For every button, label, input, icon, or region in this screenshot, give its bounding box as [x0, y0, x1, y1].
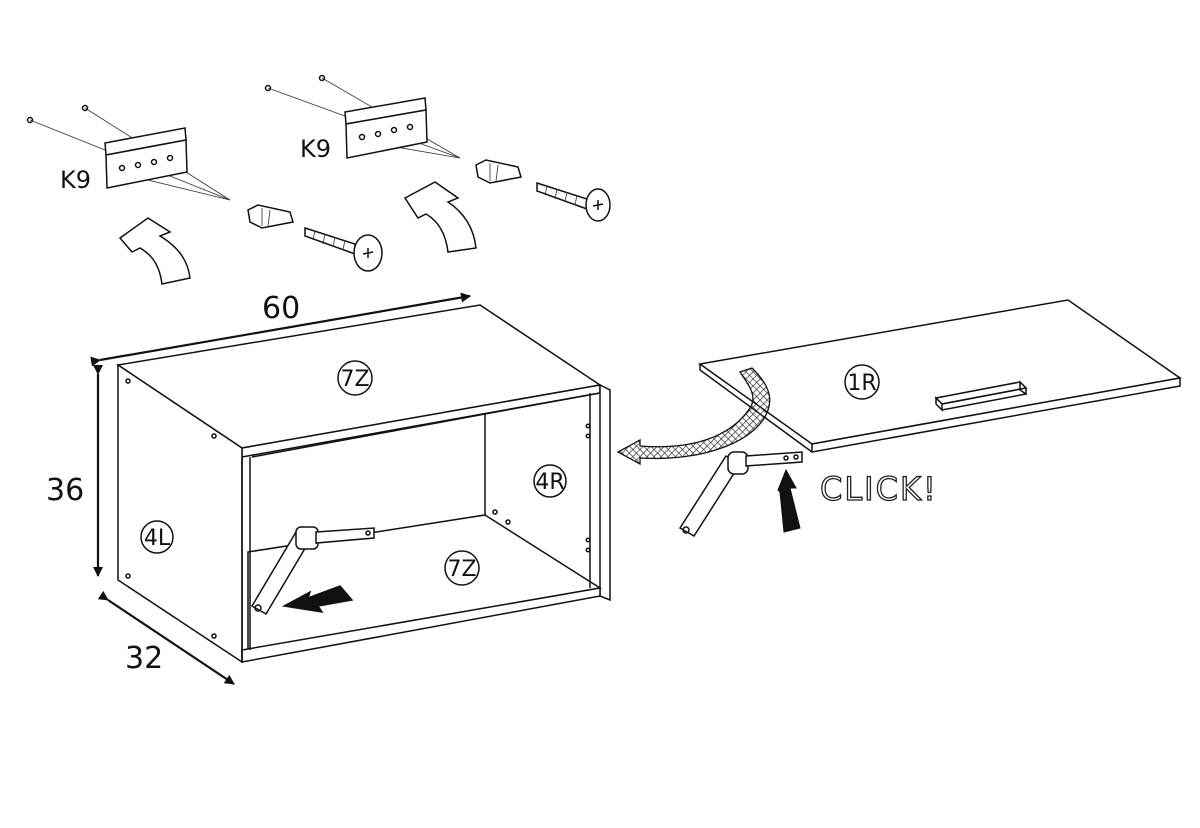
screw-icon [536, 181, 611, 222]
part-label-top: 7Z [337, 360, 373, 396]
dimension-depth [97, 590, 235, 685]
click-instruction: CLICK! [820, 470, 938, 508]
part-label-door: 1R [844, 364, 880, 400]
hanger-label-right: K9 [300, 135, 331, 163]
part-label-side-right: 4R [533, 464, 567, 498]
lift-hinge-icon [678, 451, 803, 538]
dimension-width-label: 60 [262, 291, 300, 326]
dimension-height-label: 36 [46, 473, 84, 508]
curved-arrow-icon [616, 367, 771, 466]
part-label-bottom: 7Z [444, 550, 480, 586]
dimension-depth-label: 32 [125, 641, 163, 676]
hanger-bracket-right [264, 74, 461, 159]
svg-text:4L: 4L [144, 526, 171, 551]
push-arrow-icon [281, 585, 354, 614]
lift-hinge-icon [250, 526, 375, 616]
cabinet-body [116, 304, 611, 664]
dimension-width [90, 292, 471, 367]
curved-arrow-icon [118, 217, 191, 285]
screw-icon [304, 226, 383, 272]
hanger-bracket-left [26, 104, 231, 201]
hanger-label-left: K9 [60, 166, 91, 194]
push-arrow-icon [777, 468, 801, 533]
svg-text:7Z: 7Z [447, 557, 476, 582]
door-panel [698, 299, 1182, 453]
curved-arrow-icon [403, 181, 477, 253]
wall-plug-icon [247, 204, 294, 229]
svg-text:1R: 1R [847, 371, 876, 396]
part-label-side-left: 4L [140, 520, 174, 554]
wall-plug-icon [475, 159, 522, 184]
svg-text:7Z: 7Z [340, 367, 369, 392]
svg-text:4R: 4R [535, 470, 564, 495]
